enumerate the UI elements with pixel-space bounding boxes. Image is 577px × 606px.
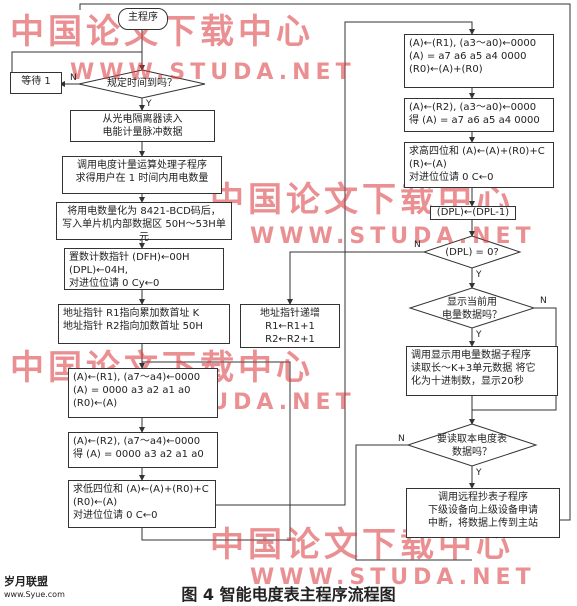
remote-read-subroutine-box: 调用远程抄表子程序 下级设备向上级设备申请 中断，将数据上传到主站 <box>406 488 560 538</box>
counter-init-box: 置数计数指针 (DFH)←00H (DPL)←04H, 对进位位请 0 Cy←0 <box>64 248 224 290</box>
label-yes-time: Y <box>146 99 152 109</box>
decision-time-elapsed: 规定时间到吗？ <box>107 78 177 89</box>
pointer-increment-box: 地址指针递增 R1←R1+1 R2←R2+1 <box>240 304 340 348</box>
label-no-display: N <box>540 296 547 306</box>
display-subroutine-box: 调用显示用电量数据子程序 读取长～K+3单元数据 将它 化为十进制数，显示20秒 <box>406 346 558 396</box>
r2-high-box: (A)←(R2), (a3～a0)←0000 得 (A) = a7 a6 a5 … <box>404 98 554 132</box>
wait-box: 等待 1 <box>10 72 62 94</box>
label-yes-read: Y <box>476 468 482 478</box>
r1-read-box: (A)←(R1), (a7～a4)←0000 (A) = 0000 a3 a2 … <box>68 368 218 418</box>
calc-subroutine-box: 调用电度计量运算处理子程序 求得用户在 1 时间内用电数量 <box>62 156 222 194</box>
decision-dpl-zero: (DPL) = 0? <box>445 247 499 258</box>
dpl-decrement-box: (DPL)←(DPL-1) <box>430 206 516 220</box>
site-logo-url: www.Syue.com <box>4 590 65 599</box>
figure-caption: 图 4 智能电度表主程序流程图 <box>181 585 396 604</box>
high-sum-box: 求高四位和 (A)←(A)+(R0)+C (R)←(A) 对进位位请 0 C←0 <box>404 142 554 188</box>
decision-show-usage: 显示当前用 电量数据吗？ <box>442 297 502 321</box>
start-terminal: 主程序 <box>118 8 168 30</box>
label-no-dpl: N <box>414 240 421 250</box>
decision-read-meter: 要读取本电度表 数据吗？ <box>437 434 507 458</box>
bcd-convert-box: 将用电数量化为 8421-BCD码后， 写入单片机内部数据区 50H～53H单元 <box>56 202 232 243</box>
r2-read-box: (A)←(R2), (a7～a4)←0000 得 (A) = 0000 a3 a… <box>68 432 218 468</box>
label-yes-dpl: Y <box>476 270 482 280</box>
low-sum-box: 求低四位和 (A)←(A)+(R0)+C (R0)←(A) 对进位位请 0 C←… <box>68 480 216 528</box>
read-pulse-box: 从光电隔离器读入 电能计量脉冲数据 <box>70 110 215 142</box>
label-yes-display: Y <box>476 330 482 340</box>
r1-high-box: (A)←(R1), (a3～a0)←0000 (A) = a7 a6 a5 a4… <box>404 34 554 88</box>
site-logo-name: 岁月联盟 <box>4 575 48 588</box>
label-no-read: N <box>398 434 405 444</box>
label-no-time: N <box>70 73 77 83</box>
pointer-init-box: 地址指针 R1指向累加数首址 K 地址指针 R2指向加数首址 50H <box>58 304 230 344</box>
site-logo: 岁月联盟 www.Syue.com <box>4 575 65 601</box>
